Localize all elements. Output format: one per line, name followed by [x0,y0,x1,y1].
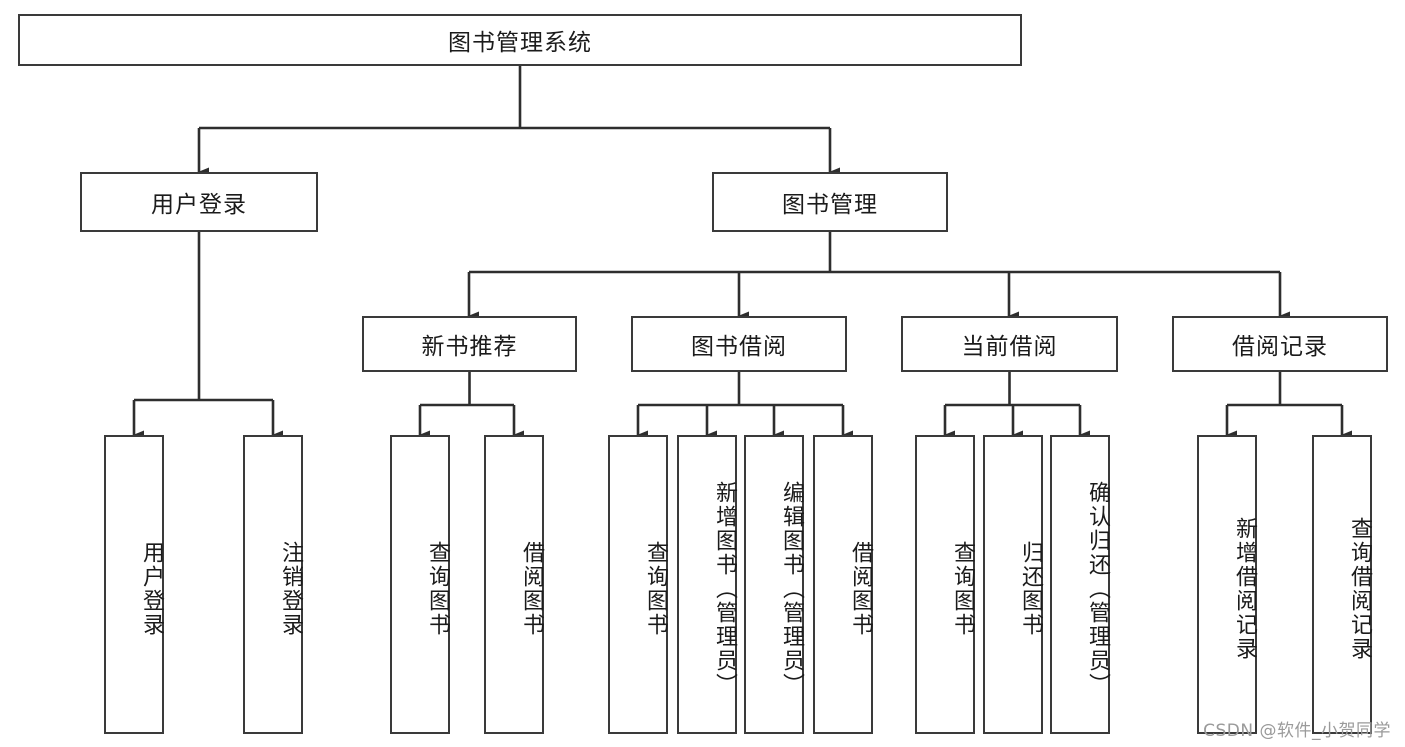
connector-group [132,66,1352,440]
node-label: 新增借阅记录 [1232,516,1257,661]
node-label: 查询图书 [643,540,668,637]
node-label: 查询图书 [425,540,450,637]
leaf-node-leaf-query-borrow-record[interactable]: 查询借阅记录 [1312,435,1372,734]
node-label: 借阅图书 [848,540,873,637]
node-book-manage[interactable]: 图书管理 [712,172,948,232]
leaf-node-leaf-borrow-book-1[interactable]: 借阅图书 [484,435,544,734]
leaf-node-leaf-user-login[interactable]: 用户登录 [104,435,164,734]
leaf-node-leaf-add-borrow-record[interactable]: 新增借阅记录 [1197,435,1257,734]
leaf-node-leaf-edit-book-admin[interactable]: 编辑图书（管理员） [744,435,804,734]
node-borrow-record[interactable]: 借阅记录 [1172,316,1388,372]
leaf-node-leaf-confirm-return-admin[interactable]: 确认归还（管理员） [1050,435,1110,734]
node-label: 图书管理 [782,192,878,218]
node-current-borrow[interactable]: 当前借阅 [901,316,1118,372]
node-book-borrow[interactable]: 图书借阅 [631,316,847,372]
leaf-node-leaf-user-logout[interactable]: 注销登录 [243,435,303,734]
node-label: 新增图书（管理员） [712,480,737,697]
node-label: 查询图书 [950,540,975,637]
node-label: 图书借阅 [691,334,787,360]
node-label: 编辑图书（管理员） [779,480,804,697]
leaf-node-leaf-add-book-admin[interactable]: 新增图书（管理员） [677,435,737,734]
leaf-node-leaf-query-book-2[interactable]: 查询图书 [608,435,668,734]
node-label: 查询借阅记录 [1347,516,1372,661]
node-label: 借阅图书 [519,540,544,637]
node-label: 确认归还（管理员） [1085,480,1110,697]
leaf-node-leaf-return-book[interactable]: 归还图书 [983,435,1043,734]
root-node-root[interactable]: 图书管理系统 [18,14,1022,66]
node-label: 借阅记录 [1232,334,1328,360]
node-label: 归还图书 [1018,540,1043,637]
node-label: 用户登录 [139,540,164,637]
node-label: 图书管理系统 [448,30,592,56]
node-new-book-recommend[interactable]: 新书推荐 [362,316,577,372]
node-label: 注销登录 [278,540,303,637]
leaf-node-leaf-borrow-book-2[interactable]: 借阅图书 [813,435,873,734]
node-label: 新书推荐 [421,334,518,360]
node-label: 当前借阅 [961,334,1058,360]
leaf-node-leaf-query-book-3[interactable]: 查询图书 [915,435,975,734]
node-label: 用户登录 [151,192,247,218]
leaf-node-leaf-query-book-1[interactable]: 查询图书 [390,435,450,734]
node-user-login[interactable]: 用户登录 [80,172,318,232]
